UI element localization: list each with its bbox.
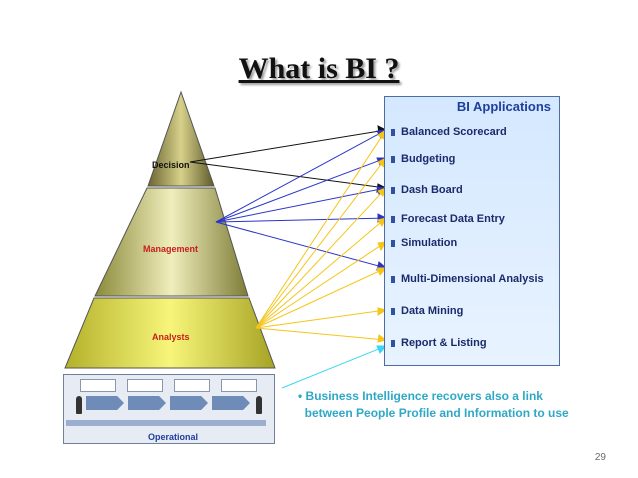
department-box [221,379,257,392]
bi-item-dash-board: Dash Board [391,184,463,196]
department-box [127,379,163,392]
bullet-icon [391,155,395,163]
decision-arrows [189,125,388,193]
bi-note-line-2: between People Profile and Information t… [298,406,569,420]
process-step-arrow [86,396,124,410]
bi-item-report-listing: Report & Listing [391,337,487,349]
process-step-arrow [170,396,208,410]
bullet-icon [391,215,395,223]
pyramid-level-analysts [64,297,276,369]
bi-item-forecast-data-entry: Forecast Data Entry [391,213,505,225]
pyramid-level-decision [147,90,215,187]
bi-applications-title: BI Applications [456,99,551,114]
level-label-operational: Operational [148,432,199,442]
analysts-arrows [255,128,388,343]
process-base-bar [66,420,266,426]
person-icon [256,396,262,414]
bi-note-line-1: • Business Intelligence recovers also a … [298,389,543,403]
bi-item-multi-dimensional-analysis: Multi-Dimensional Analysis [391,273,544,285]
management-arrows [215,129,388,271]
bi-applications-box: BI Applications Balanced Scorecard Budge… [384,96,560,366]
level-label-analysts: Analysts [152,332,190,342]
bi-item-budgeting: Budgeting [391,153,455,165]
bullet-icon [391,275,395,283]
slide-title: What is BI ? [238,52,400,85]
person-icon [76,396,82,414]
bullet-icon [391,128,395,136]
level-label-decision: Decision [152,160,190,170]
department-box [80,379,116,392]
page-number: 29 [594,452,606,463]
bi-item-data-mining: Data Mining [391,305,463,317]
bi-note: • Business Intelligence recovers also a … [298,388,569,422]
bullet-icon [391,307,395,315]
bullet-icon [391,239,395,247]
process-step-arrow [212,396,250,410]
operational-arrow [281,345,388,389]
bullet-icon [391,339,395,347]
department-box [174,379,210,392]
process-step-arrow [128,396,166,410]
pyramid-level-management [94,187,249,297]
bi-item-simulation: Simulation [391,237,457,249]
level-label-management: Management [143,244,199,254]
bullet-icon [391,186,395,194]
bi-item-balanced-scorecard: Balanced Scorecard [391,126,507,138]
